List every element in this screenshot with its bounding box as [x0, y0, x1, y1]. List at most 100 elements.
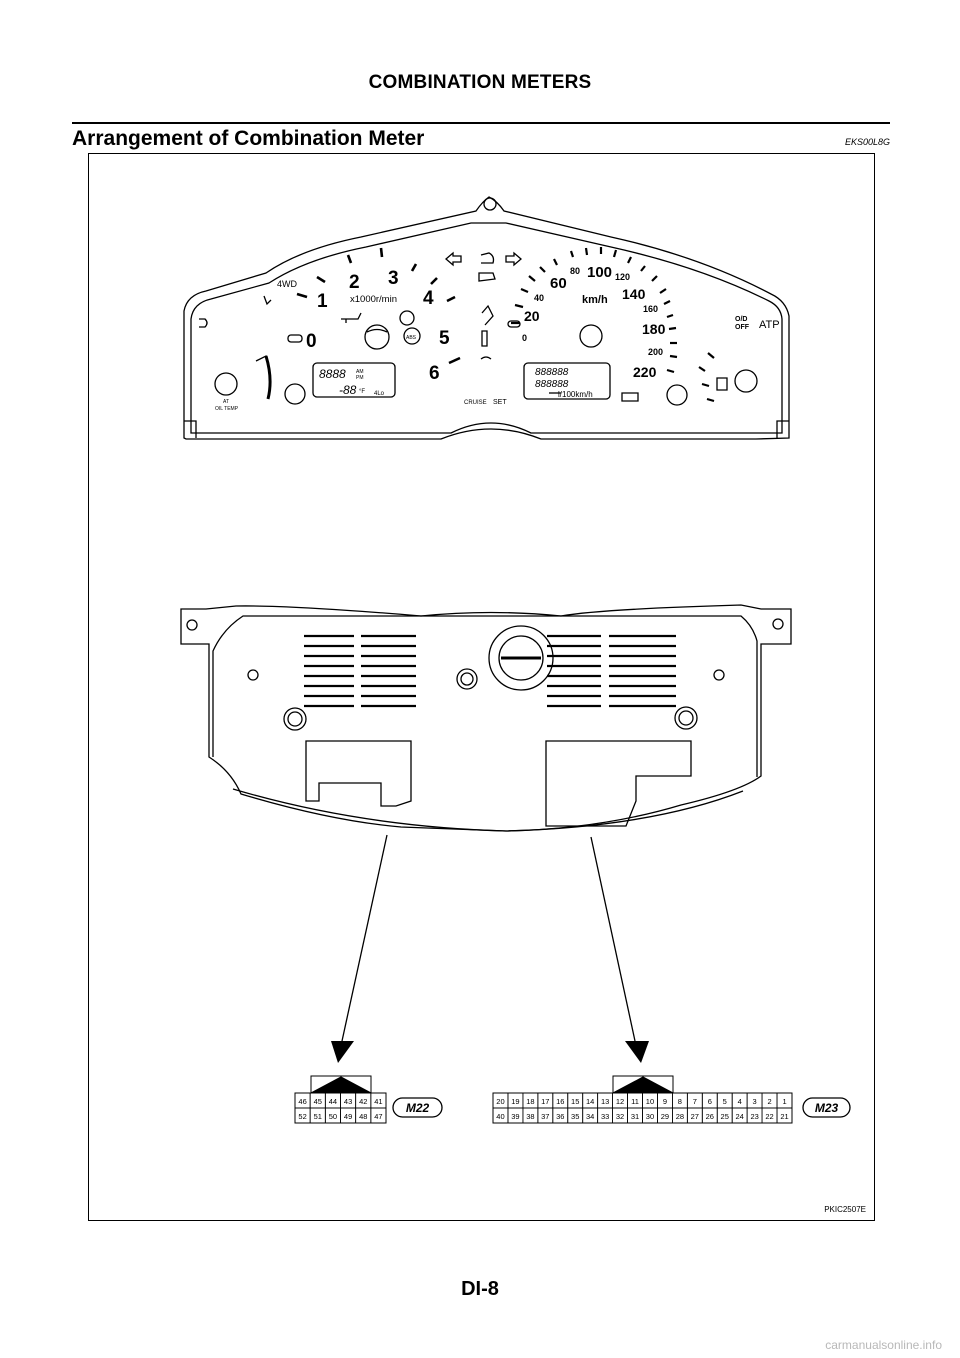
four-lo-label: 4Lo — [374, 391, 385, 397]
m23-pin-31: 31 — [631, 1112, 639, 1121]
m23-pin-8: 8 — [678, 1097, 682, 1106]
m22-pin-46: 46 — [298, 1097, 306, 1106]
m23-pin-1: 1 — [782, 1097, 786, 1106]
washer-icon — [366, 328, 388, 333]
od-off-label-bottom: OFF — [735, 324, 750, 331]
m23-pin-36: 36 — [556, 1112, 564, 1121]
tach-mark-0: 0 — [306, 331, 317, 352]
lcd-odo-digits-top: 888888 — [535, 367, 569, 378]
m23-pin-33: 33 — [601, 1112, 609, 1121]
four-wd-label: 4WD — [277, 279, 298, 289]
fuel-pump-icon — [716, 377, 728, 391]
abs-warning-icon — [403, 327, 421, 345]
speed-unit-label: km/h — [582, 294, 608, 306]
connector-m23-label: M23 — [815, 1101, 839, 1115]
lcd-odometer — [523, 362, 611, 400]
turn-left-icon — [445, 251, 462, 267]
m23-pin-7: 7 — [693, 1097, 697, 1106]
m23-pin-19: 19 — [511, 1097, 519, 1106]
low-pressure-icon — [287, 334, 303, 343]
airbag-icon — [481, 330, 488, 347]
m23-pin-35: 35 — [571, 1112, 579, 1121]
m23-pin-14: 14 — [586, 1097, 594, 1106]
connector-m23-tag — [802, 1097, 851, 1118]
lcd-odo-digits-bottom: 888888 — [535, 379, 569, 390]
m23-pin-5: 5 — [723, 1097, 727, 1106]
m23-pin-cell — [776, 1107, 793, 1124]
m23-pin-16: 16 — [556, 1097, 564, 1106]
m23-pin-38: 38 — [526, 1112, 534, 1121]
m22-pin-49: 49 — [344, 1112, 352, 1121]
rear-connector-housing-left — [305, 740, 412, 807]
lcd-temp-digits: -88 — [339, 383, 357, 397]
coolant-icon — [263, 295, 272, 306]
speed-mark-220: 220 — [633, 364, 657, 380]
mount-hole — [483, 197, 497, 211]
cruise-label: CRUISE — [464, 400, 487, 406]
oil-pressure-icon — [341, 312, 362, 323]
glow-icon — [480, 356, 492, 360]
speed-mark-140: 140 — [622, 286, 646, 302]
odo-knob — [579, 324, 603, 348]
m23-pin-21: 21 — [780, 1112, 788, 1121]
m23-pin-26: 26 — [706, 1112, 714, 1121]
figure-frame: 0 1 2 3 4 5 6 x1000r/min km/h 0 20 40 60… — [88, 153, 875, 1221]
meter-front-outline — [183, 196, 790, 440]
fog-light-icon — [199, 318, 208, 328]
meter-rear-outline — [180, 604, 792, 832]
lcd-clock-digits: 8888 — [319, 367, 346, 381]
speed-mark-180: 180 — [642, 321, 666, 337]
speed-mark-160: 160 — [643, 304, 658, 314]
m23-pin-17: 17 — [541, 1097, 549, 1106]
m23-pin-39: 39 — [511, 1112, 519, 1121]
m22-pin-50: 50 — [329, 1112, 337, 1121]
speed-mark-80: 80 — [570, 266, 580, 276]
m23-pin-9: 9 — [663, 1097, 667, 1106]
m23-pin-12: 12 — [616, 1097, 624, 1106]
dimmer-knob — [284, 383, 306, 405]
m22-pin-41: 41 — [374, 1097, 382, 1106]
m23-pin-23: 23 — [750, 1112, 758, 1121]
trip-knob-right — [734, 369, 758, 393]
m22-pin-cell — [370, 1107, 387, 1124]
clock-am-label: AM — [356, 369, 364, 375]
m23-pin-13: 13 — [601, 1097, 609, 1106]
speed-mark-40: 40 — [534, 293, 544, 303]
speed-mark-100: 100 — [587, 264, 612, 281]
m23-pin-15: 15 — [571, 1097, 579, 1106]
lcd-clock — [312, 362, 396, 398]
engine-check-icon — [478, 272, 496, 282]
m23-pin-25: 25 — [721, 1112, 729, 1121]
m23-pin-32: 32 — [616, 1112, 624, 1121]
tach-mark-4: 4 — [423, 288, 434, 309]
screw-boss — [283, 707, 307, 731]
tach-mark-1: 1 — [317, 291, 328, 312]
speed-mark-20: 20 — [524, 308, 540, 324]
m23-pin-37: 37 — [541, 1112, 549, 1121]
m23-pin-18: 18 — [526, 1097, 534, 1106]
temp-unit-label: °F — [359, 389, 365, 395]
brake-warning-icon — [399, 310, 415, 326]
at-oil-temp-label-bottom: OIL TEMP — [215, 406, 239, 412]
m23-pin-28: 28 — [676, 1112, 684, 1121]
screw-boss — [456, 668, 478, 690]
reset-knob — [666, 384, 688, 406]
m23-pin-34: 34 — [586, 1112, 594, 1121]
turn-right-icon — [505, 251, 522, 267]
section-code: EKS00L8G — [844, 137, 890, 147]
speed-mark-60: 60 — [550, 275, 567, 292]
speed-mark-200: 200 — [648, 347, 663, 357]
od-off-label-top: O/D — [735, 316, 747, 323]
tach-mark-3: 3 — [388, 268, 399, 289]
m22-pin-47: 47 — [374, 1112, 382, 1121]
m23-pin-6: 6 — [708, 1097, 712, 1106]
m23-pin-4: 4 — [738, 1097, 742, 1106]
speed-mark-120: 120 — [615, 272, 630, 282]
rear-hole-right — [772, 618, 784, 630]
headlight-icon — [480, 252, 495, 264]
m22-pin-51: 51 — [314, 1112, 322, 1121]
screw-boss — [674, 706, 698, 730]
meter-illustration: 0 1 2 3 4 5 6 x1000r/min km/h 0 20 40 60… — [180, 196, 851, 1124]
speed-mark-0: 0 — [522, 333, 527, 343]
fuel-unit-label: l/100km/h — [558, 390, 593, 399]
